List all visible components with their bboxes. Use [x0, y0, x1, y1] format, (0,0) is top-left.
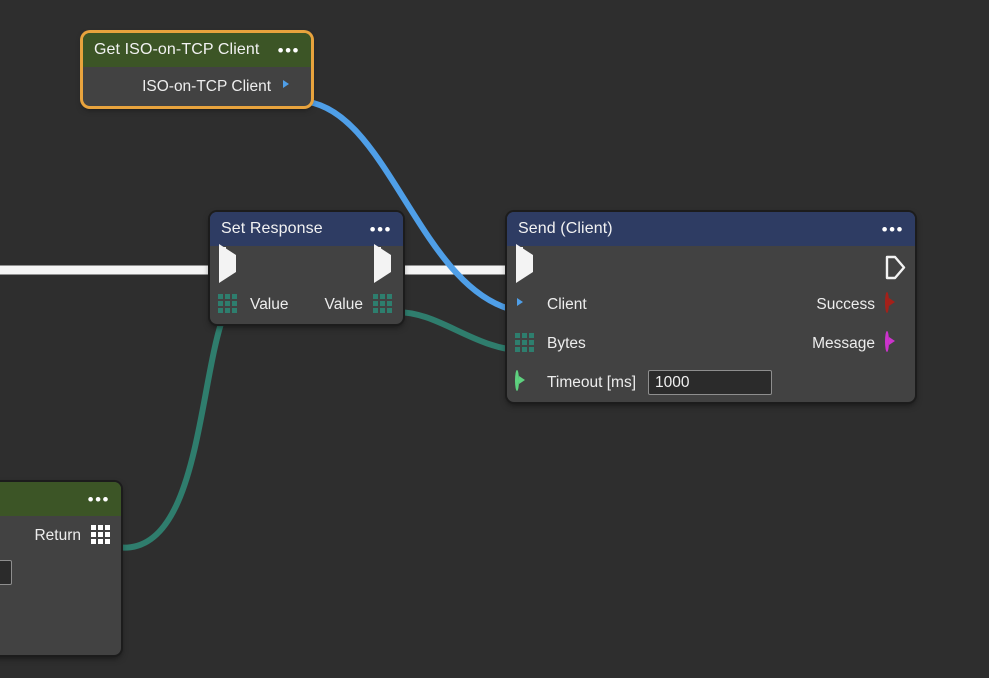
wire-return-to-set-response-value	[113, 309, 228, 551]
node-send-client[interactable]: Send (Client) •••	[507, 212, 915, 402]
output-pin-message[interactable]	[885, 330, 907, 355]
timeout-input[interactable]	[648, 370, 772, 395]
pin-row-value: Value Value	[210, 285, 403, 324]
pin-label-value-out: Value	[324, 295, 364, 313]
exec-input-pin[interactable]	[218, 243, 240, 283]
node-return[interactable]: ••• Return	[0, 482, 121, 655]
node-title: Send (Client)	[518, 220, 613, 237]
input-pin-client[interactable]	[515, 294, 537, 316]
pin-label-return: Return	[34, 526, 81, 544]
exec-row	[507, 243, 915, 285]
pin-label-success: Success	[816, 295, 875, 313]
input-pin-value[interactable]	[218, 293, 240, 316]
node-set-response[interactable]: Set Response •••	[210, 212, 403, 324]
exec-output-pin[interactable]	[885, 255, 907, 280]
grid-icon	[373, 293, 392, 313]
output-pin-value[interactable]	[373, 293, 395, 316]
output-pin-iso-on-tcp-client[interactable]	[281, 76, 303, 98]
return-field-row	[0, 555, 121, 589]
pin-label-timeout: Timeout [ms]	[547, 373, 636, 391]
output-pin-success[interactable]	[885, 291, 907, 316]
pin-label-bytes: Bytes	[547, 334, 586, 352]
exec-arrow-filled-icon	[516, 243, 533, 283]
exec-input-pin[interactable]	[515, 243, 537, 283]
node-body: ISO-on-TCP Client	[83, 67, 311, 106]
output-pin-return[interactable]	[91, 524, 113, 547]
node-title: Get ISO-on-TCP Client	[94, 41, 260, 58]
node-menu-icon[interactable]: •••	[87, 489, 110, 509]
node-get-iso-on-tcp-client[interactable]: Get ISO-on-TCP Client ••• ISO-on-TCP Cli…	[83, 33, 311, 106]
circle-hollow-icon	[885, 291, 889, 313]
pin-row-bytes: Bytes Message	[507, 324, 915, 363]
exec-row	[210, 243, 403, 285]
pin-row-timeout: Timeout [ms]	[507, 363, 915, 402]
node-body: Return	[0, 516, 121, 655]
pin-label-message: Message	[812, 334, 875, 352]
exec-arrow-filled-icon	[374, 243, 391, 283]
node-header[interactable]: Set Response •••	[210, 212, 403, 246]
node-title: Set Response	[221, 220, 323, 237]
pin-row-client: Client Success	[507, 285, 915, 324]
pin-label-value-in: Value	[250, 295, 289, 313]
wire-set-response-value-to-bytes	[391, 308, 527, 354]
node-header[interactable]: Get ISO-on-TCP Client •••	[83, 33, 311, 67]
pin-label-iso-on-tcp-client: ISO-on-TCP Client	[142, 77, 271, 95]
input-pin-bytes[interactable]	[515, 332, 537, 355]
grid-icon	[515, 332, 534, 352]
pin-label-client: Client	[547, 295, 587, 313]
grid-icon	[218, 293, 237, 313]
exec-output-pin[interactable]	[373, 243, 395, 283]
node-menu-icon[interactable]: •••	[881, 219, 904, 239]
pin-row-return: Return	[0, 516, 121, 555]
exec-arrow-filled-icon	[219, 243, 236, 283]
node-body: Value Value	[210, 243, 403, 324]
node-menu-icon[interactable]: •••	[369, 219, 392, 239]
node-body: Client Success Bytes	[507, 243, 915, 402]
return-value-input[interactable]	[0, 559, 12, 585]
pin-row-iso-on-tcp-client: ISO-on-TCP Client	[83, 67, 311, 106]
exec-arrow-hollow-icon	[885, 255, 907, 280]
input-pin-timeout[interactable]	[515, 369, 537, 394]
node-header[interactable]: •••	[0, 482, 121, 516]
grid-icon	[91, 524, 110, 544]
node-header[interactable]: Send (Client) •••	[507, 212, 915, 246]
node-menu-icon[interactable]: •••	[277, 40, 300, 60]
circle-hollow-icon	[885, 330, 889, 352]
circle-hollow-icon	[515, 369, 519, 391]
